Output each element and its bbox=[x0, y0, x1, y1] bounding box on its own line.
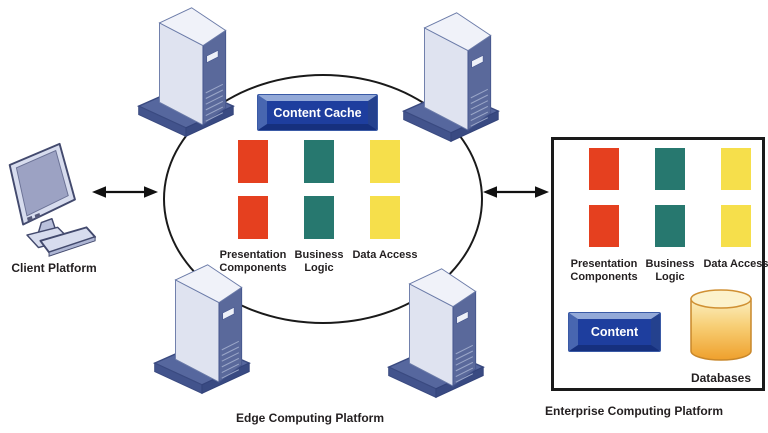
enterprise-data-access-column: Data Access bbox=[703, 148, 768, 283]
component-label: Business Logic bbox=[645, 258, 695, 283]
server-icon-bottom-right bbox=[387, 268, 484, 399]
enterprise-platform-label: Enterprise Computing Platform bbox=[544, 404, 723, 418]
edge-data-access-column: Data Access bbox=[352, 140, 418, 274]
data-access-chip bbox=[721, 148, 751, 190]
content-label: Content bbox=[578, 319, 651, 345]
presentation-chip bbox=[238, 196, 268, 239]
content-cache-button: Content Cache bbox=[257, 94, 378, 131]
data-access-chip bbox=[370, 196, 400, 239]
enterprise-business-logic-column: Business Logic bbox=[637, 148, 703, 283]
data-access-chip bbox=[370, 140, 400, 183]
business-logic-chip bbox=[655, 205, 685, 247]
client-edge-arrow-icon bbox=[91, 185, 159, 199]
edge-business-logic-column: Business Logic bbox=[286, 140, 352, 274]
server-icon-top-right bbox=[402, 12, 499, 143]
content-cache-bevel: Content Cache bbox=[258, 95, 377, 130]
content-bevel: Content bbox=[569, 313, 660, 351]
business-logic-chip bbox=[655, 148, 685, 190]
enterprise-box: Presentation Components Business Logic D… bbox=[551, 137, 768, 391]
data-access-chip bbox=[721, 205, 751, 247]
database-icon bbox=[690, 289, 752, 361]
server-icon-top-left bbox=[137, 7, 234, 138]
component-label: Business Logic bbox=[294, 249, 344, 274]
presentation-chip bbox=[238, 140, 268, 183]
presentation-chip bbox=[589, 205, 619, 247]
business-logic-chip bbox=[304, 196, 334, 239]
component-label: Presentation Components bbox=[219, 249, 287, 274]
edge-enterprise-arrow-icon bbox=[482, 185, 550, 199]
content-button: Content bbox=[568, 312, 661, 352]
server-icon-bottom-left bbox=[153, 264, 250, 395]
client-platform-label: Client Platform bbox=[11, 261, 97, 275]
edge-presentation-column: Presentation Components bbox=[219, 140, 287, 274]
business-logic-chip bbox=[304, 140, 334, 183]
databases-label: Databases bbox=[690, 371, 752, 385]
component-label: Data Access bbox=[703, 258, 768, 270]
edge-platform-label: Edge Computing Platform bbox=[236, 411, 384, 425]
edge-components-grid: Presentation Components Business Logic D… bbox=[219, 140, 418, 274]
content-cache-label: Content Cache bbox=[267, 101, 368, 124]
enterprise-presentation-column: Presentation Components bbox=[570, 148, 638, 283]
client-computer-icon bbox=[8, 142, 97, 257]
enterprise-components-grid: Presentation Components Business Logic D… bbox=[570, 148, 768, 283]
component-label: Data Access bbox=[352, 249, 418, 261]
component-label: Presentation Components bbox=[570, 258, 638, 283]
presentation-chip bbox=[589, 148, 619, 190]
